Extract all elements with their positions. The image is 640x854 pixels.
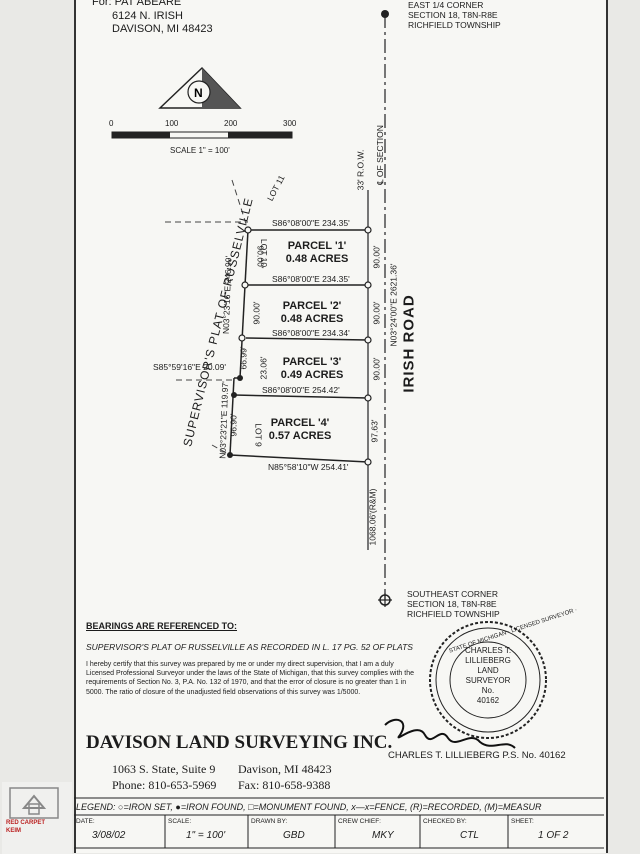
house-logo-icon <box>9 787 59 819</box>
bearing-line-4: S86°08'00"E 254.42' <box>262 385 340 395</box>
se-corner-line2: SECTION 18, T8N-R8E <box>407 599 497 609</box>
client-name: For: PAT ABEARE <box>92 0 182 8</box>
parcel-3-acres: 0.49 ACRES <box>280 369 344 381</box>
parcel-2-name: PARCEL '2' <box>282 300 342 312</box>
dist-9690: 96.90' <box>228 413 239 437</box>
tb-sheet-label: SHEET: <box>511 818 534 825</box>
se-corner-line1: SOUTHEAST CORNER <box>407 589 498 599</box>
company-city: Davison, MI 48423 <box>238 762 332 776</box>
parcel-4-acres: 0.57 ACRES <box>268 430 332 442</box>
company-fax: Fax: 810-658-9388 <box>238 778 331 792</box>
seal-line-3: LAND <box>477 666 499 675</box>
company-street: 1063 S. State, Suite 9 <box>112 762 216 776</box>
scale-tick-200: 200 <box>224 119 238 128</box>
bearing-line-1: S86°08'00"E 234.35' <box>272 218 350 228</box>
parcel-1-name: PARCEL '1' <box>287 240 347 252</box>
company-phone: Phone: 810-653-5969 <box>112 778 217 792</box>
tb-date-label: DATE: <box>76 818 95 825</box>
surveyor-seal-icon <box>429 621 547 739</box>
survey-sheet <box>74 0 608 853</box>
row-label: 33' R.O.W. <box>355 149 366 191</box>
north-arrow-icon: N <box>158 66 242 109</box>
seal-line-5: No. <box>481 686 495 695</box>
lot-lines <box>165 179 249 456</box>
bearings-title: BEARINGS ARE REFERENCED TO: <box>86 621 238 631</box>
seal-text: CHARLES T. LILLIEBERG LAND SURVEYOR No. … <box>458 646 518 706</box>
tb-scale-label: SCALE: <box>168 818 192 825</box>
svg-text:N: N <box>194 86 203 100</box>
dist-parcel3-east: 90.00' <box>371 357 382 381</box>
tb-checked-label: CHECKED BY: <box>423 818 467 825</box>
tb-drawn-label: DRAWN BY: <box>251 818 288 825</box>
client-city: DAVISON, MI 48423 <box>112 23 213 35</box>
certification-text: I hereby certify that this survey was pr… <box>86 661 415 696</box>
scale-bar <box>111 131 293 139</box>
surveyor-name: CHARLES T. LILLIEBERG P.S. No. 40162 <box>388 750 566 761</box>
company-name: DAVISON LAND SURVEYING INC. <box>86 732 393 753</box>
east-corner-line3: RICHFIELD TOWNSHIP <box>408 20 501 30</box>
tb-date-value: 3/08/02 <box>92 830 126 841</box>
parcel-3-name: PARCEL '3' <box>282 356 342 368</box>
tb-scale-value: 1" = 100' <box>186 830 226 841</box>
bearing-line-3: S86°08'00"E 234.34' <box>272 328 350 338</box>
seal-line-4: SURVEYOR <box>465 676 511 685</box>
frontage-label: 1068.06'(R&M) <box>367 488 378 546</box>
east-corner-line2: SECTION 18, T8N-R8E <box>408 10 498 20</box>
client-address: 6124 N. IRISH <box>112 10 183 22</box>
se-corner-line3: RICHFIELD TOWNSHIP <box>407 609 500 619</box>
legend: LEGEND: ○=IRON SET, ●=IRON FOUND, □=MONU… <box>76 802 542 812</box>
dist-parcel2-west: 90.00' <box>251 301 262 325</box>
east-total-bearing: N03°24'00"E 2621.36' <box>388 263 399 347</box>
title-block-grid <box>74 797 604 849</box>
bearings-reference: SUPERVISOR'S PLAT OF RUSSELVILLE AS RECO… <box>86 642 413 652</box>
scale-label: SCALE 1" = 100' <box>170 146 230 155</box>
parcel-boundaries <box>229 229 369 463</box>
bearing-line-5: N85°58'10"W 254.41' <box>268 462 349 472</box>
seal-line-1: CHARLES T. <box>464 646 512 655</box>
parcel-4-name: PARCEL '4' <box>270 417 330 429</box>
scale-tick-300: 300 <box>283 119 297 128</box>
iron-found-icons <box>227 375 243 458</box>
scale-tick-100: 100 <box>165 119 179 128</box>
dist-9763: 97.63' <box>369 419 380 443</box>
road-name: IRISH ROAD <box>400 294 418 393</box>
parcel-1-acres: 0.48 ACRES <box>285 253 349 265</box>
dist-parcel1-west: 90.00' <box>255 245 266 269</box>
bearing-line-2: S86°08'00"E 234.35' <box>272 274 350 284</box>
east-corner-line1: EAST 1/4 CORNER <box>408 0 484 10</box>
dist-parcel1-east: 90.00' <box>371 245 382 269</box>
iron-set-icons <box>238 226 372 466</box>
agency-logo: RED CARPET KEIM <box>2 782 72 854</box>
dist-6699: 66.99' <box>238 346 249 370</box>
tb-checked-value: CTL <box>460 830 479 841</box>
dist-2306: 23.06' <box>258 356 269 380</box>
tb-sheet-value: 1 OF 2 <box>538 830 569 841</box>
east-quarter-monument-icon <box>381 10 389 18</box>
dist-parcel2-east: 90.00' <box>371 301 382 325</box>
tb-drawn-value: GBD <box>283 830 305 841</box>
logo-line-1: RED CARPET <box>6 820 46 826</box>
logo-line-2: KEIM <box>6 828 21 834</box>
seal-line-6: 40162 <box>476 696 500 705</box>
seal-line-2: LILLIEBERG <box>465 656 511 665</box>
bearing-line-6: S85°59'16"E 20.09' <box>153 362 226 372</box>
scale-tick-0: 0 <box>109 119 114 128</box>
section-label: ℄ OF SECTION <box>374 125 385 185</box>
surveyor-signature <box>384 718 516 749</box>
tb-crew-value: MKY <box>372 830 394 841</box>
parcel-2-acres: 0.48 ACRES <box>280 313 344 325</box>
tb-crew-label: CREW CHIEF: <box>338 818 381 825</box>
